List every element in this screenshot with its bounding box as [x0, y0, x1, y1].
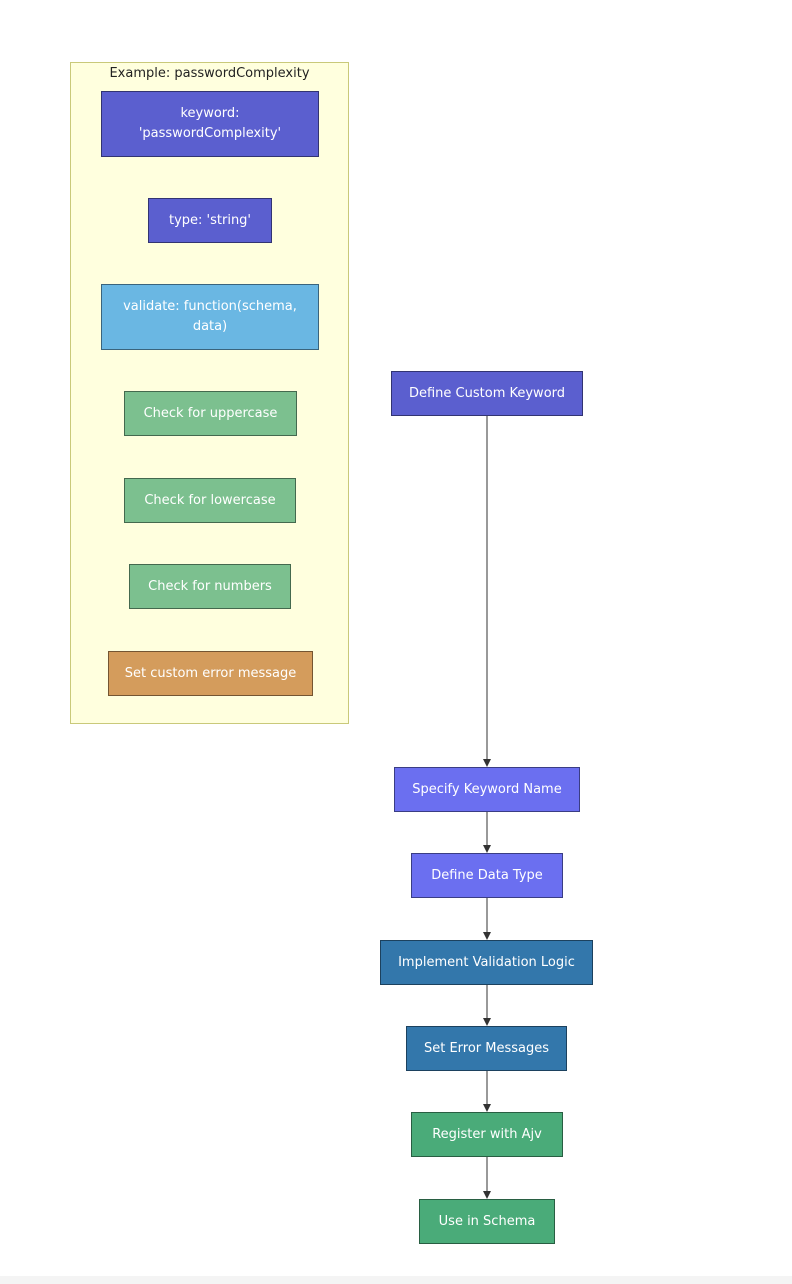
keyword-node-label: keyword: 'passwordComplexity' — [138, 106, 282, 141]
type-node: type: 'string' — [148, 198, 272, 243]
type-node-label: type: 'string' — [168, 212, 252, 228]
custom-error-node-label: Set custom error message — [124, 665, 297, 681]
numbers-check-node: Check for numbers — [129, 564, 291, 609]
register-with-ajv-node: Register with Ajv — [411, 1112, 563, 1157]
implement-validation-logic-node: Implement Validation Logic — [380, 940, 593, 985]
validate-node-label: validate: function(schema, data) — [123, 299, 297, 334]
uppercase-check-node: Check for uppercase — [124, 391, 297, 436]
set-error-messages-node: Set Error Messages — [406, 1026, 567, 1071]
uppercase-check-node-label: Check for uppercase — [143, 405, 278, 421]
lowercase-check-node: Check for lowercase — [124, 478, 296, 523]
custom-error-node: Set custom error message — [108, 651, 313, 696]
bottom-band — [0, 1276, 792, 1284]
implement-validation-logic-node-label: Implement Validation Logic — [398, 954, 575, 970]
example-subgraph-title: Example: passwordComplexity — [109, 66, 310, 81]
validate-node: validate: function(schema, data) — [101, 284, 319, 350]
lowercase-check-node-label: Check for lowercase — [144, 492, 276, 508]
register-with-ajv-node-label: Register with Ajv — [432, 1126, 542, 1142]
set-error-messages-node-label: Set Error Messages — [423, 1040, 550, 1056]
numbers-check-node-label: Check for numbers — [148, 578, 272, 594]
define-data-type-node: Define Data Type — [411, 853, 563, 898]
use-in-schema-node-label: Use in Schema — [438, 1213, 536, 1229]
define-custom-keyword-node: Define Custom Keyword — [391, 371, 583, 416]
specify-keyword-name-node-label: Specify Keyword Name — [412, 781, 562, 797]
define-custom-keyword-node-label: Define Custom Keyword — [408, 385, 566, 401]
use-in-schema-node: Use in Schema — [419, 1199, 555, 1244]
specify-keyword-name-node: Specify Keyword Name — [394, 767, 580, 812]
keyword-node: keyword: 'passwordComplexity' — [101, 91, 319, 157]
define-data-type-node-label: Define Data Type — [431, 867, 543, 883]
